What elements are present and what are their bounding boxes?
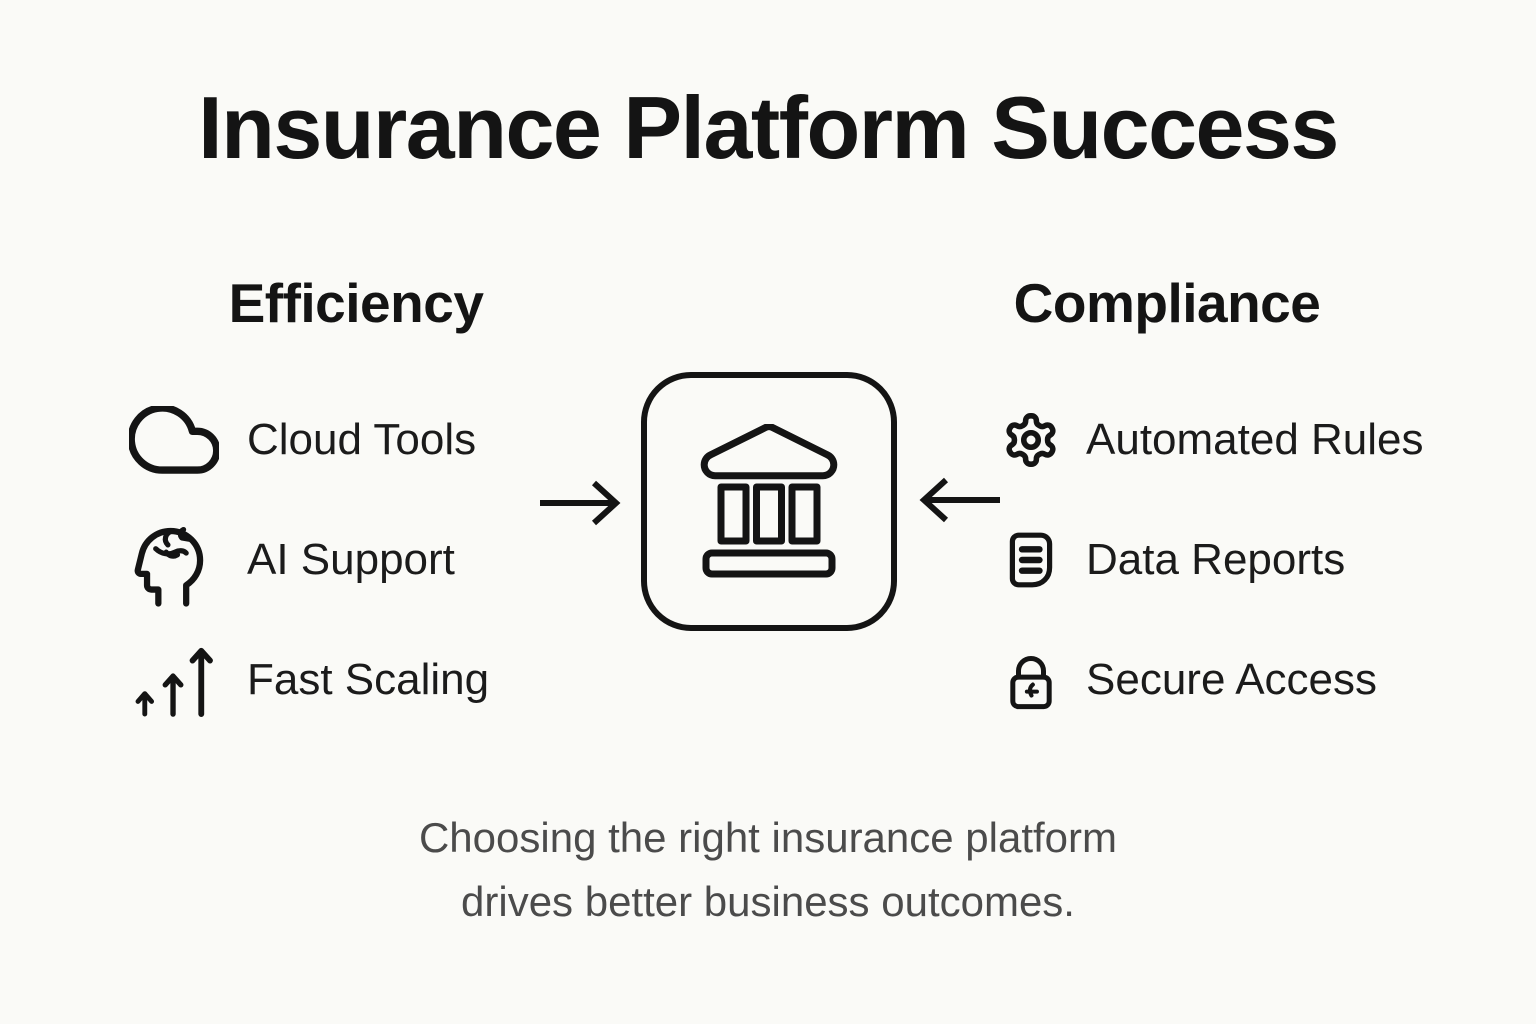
efficiency-list: Cloud Tools AI Support [126, 388, 489, 732]
bank-building-icon [688, 423, 850, 580]
item-label: Automated Rules [1086, 415, 1424, 464]
list-item: Cloud Tools [126, 388, 489, 492]
caption-line-1: Choosing the right insurance platform [418, 814, 1118, 861]
growth-arrows-icon [126, 643, 222, 717]
platform-box [641, 372, 897, 631]
page-title: Insurance Platform Success [198, 78, 1339, 177]
list-item: Data Reports [1002, 508, 1424, 612]
caption: Choosing the right insurance platform dr… [0, 806, 1536, 934]
arrow-right-icon [538, 480, 622, 526]
item-label: Fast Scaling [247, 655, 490, 704]
item-label: Secure Access [1086, 655, 1378, 704]
efficiency-heading: Efficiency [228, 272, 484, 334]
compliance-list: Automated Rules Data Reports [1002, 388, 1424, 732]
gear-icon [1002, 411, 1060, 469]
list-item: Fast Scaling [126, 628, 489, 732]
arrow-left-icon [918, 477, 1002, 523]
compliance-heading: Compliance [1013, 272, 1321, 334]
lock-icon [1002, 648, 1060, 713]
item-label: Cloud Tools [247, 415, 477, 464]
document-icon [1002, 529, 1060, 591]
list-item: Secure Access [1002, 628, 1424, 732]
list-item: Automated Rules [1002, 388, 1424, 492]
ai-head-icon [126, 513, 222, 607]
item-label: AI Support [247, 535, 455, 584]
cloud-icon [126, 406, 222, 474]
item-label: Data Reports [1086, 535, 1346, 584]
list-item: AI Support [126, 508, 489, 612]
caption-line-2: drives better business outcomes. [461, 878, 1075, 925]
